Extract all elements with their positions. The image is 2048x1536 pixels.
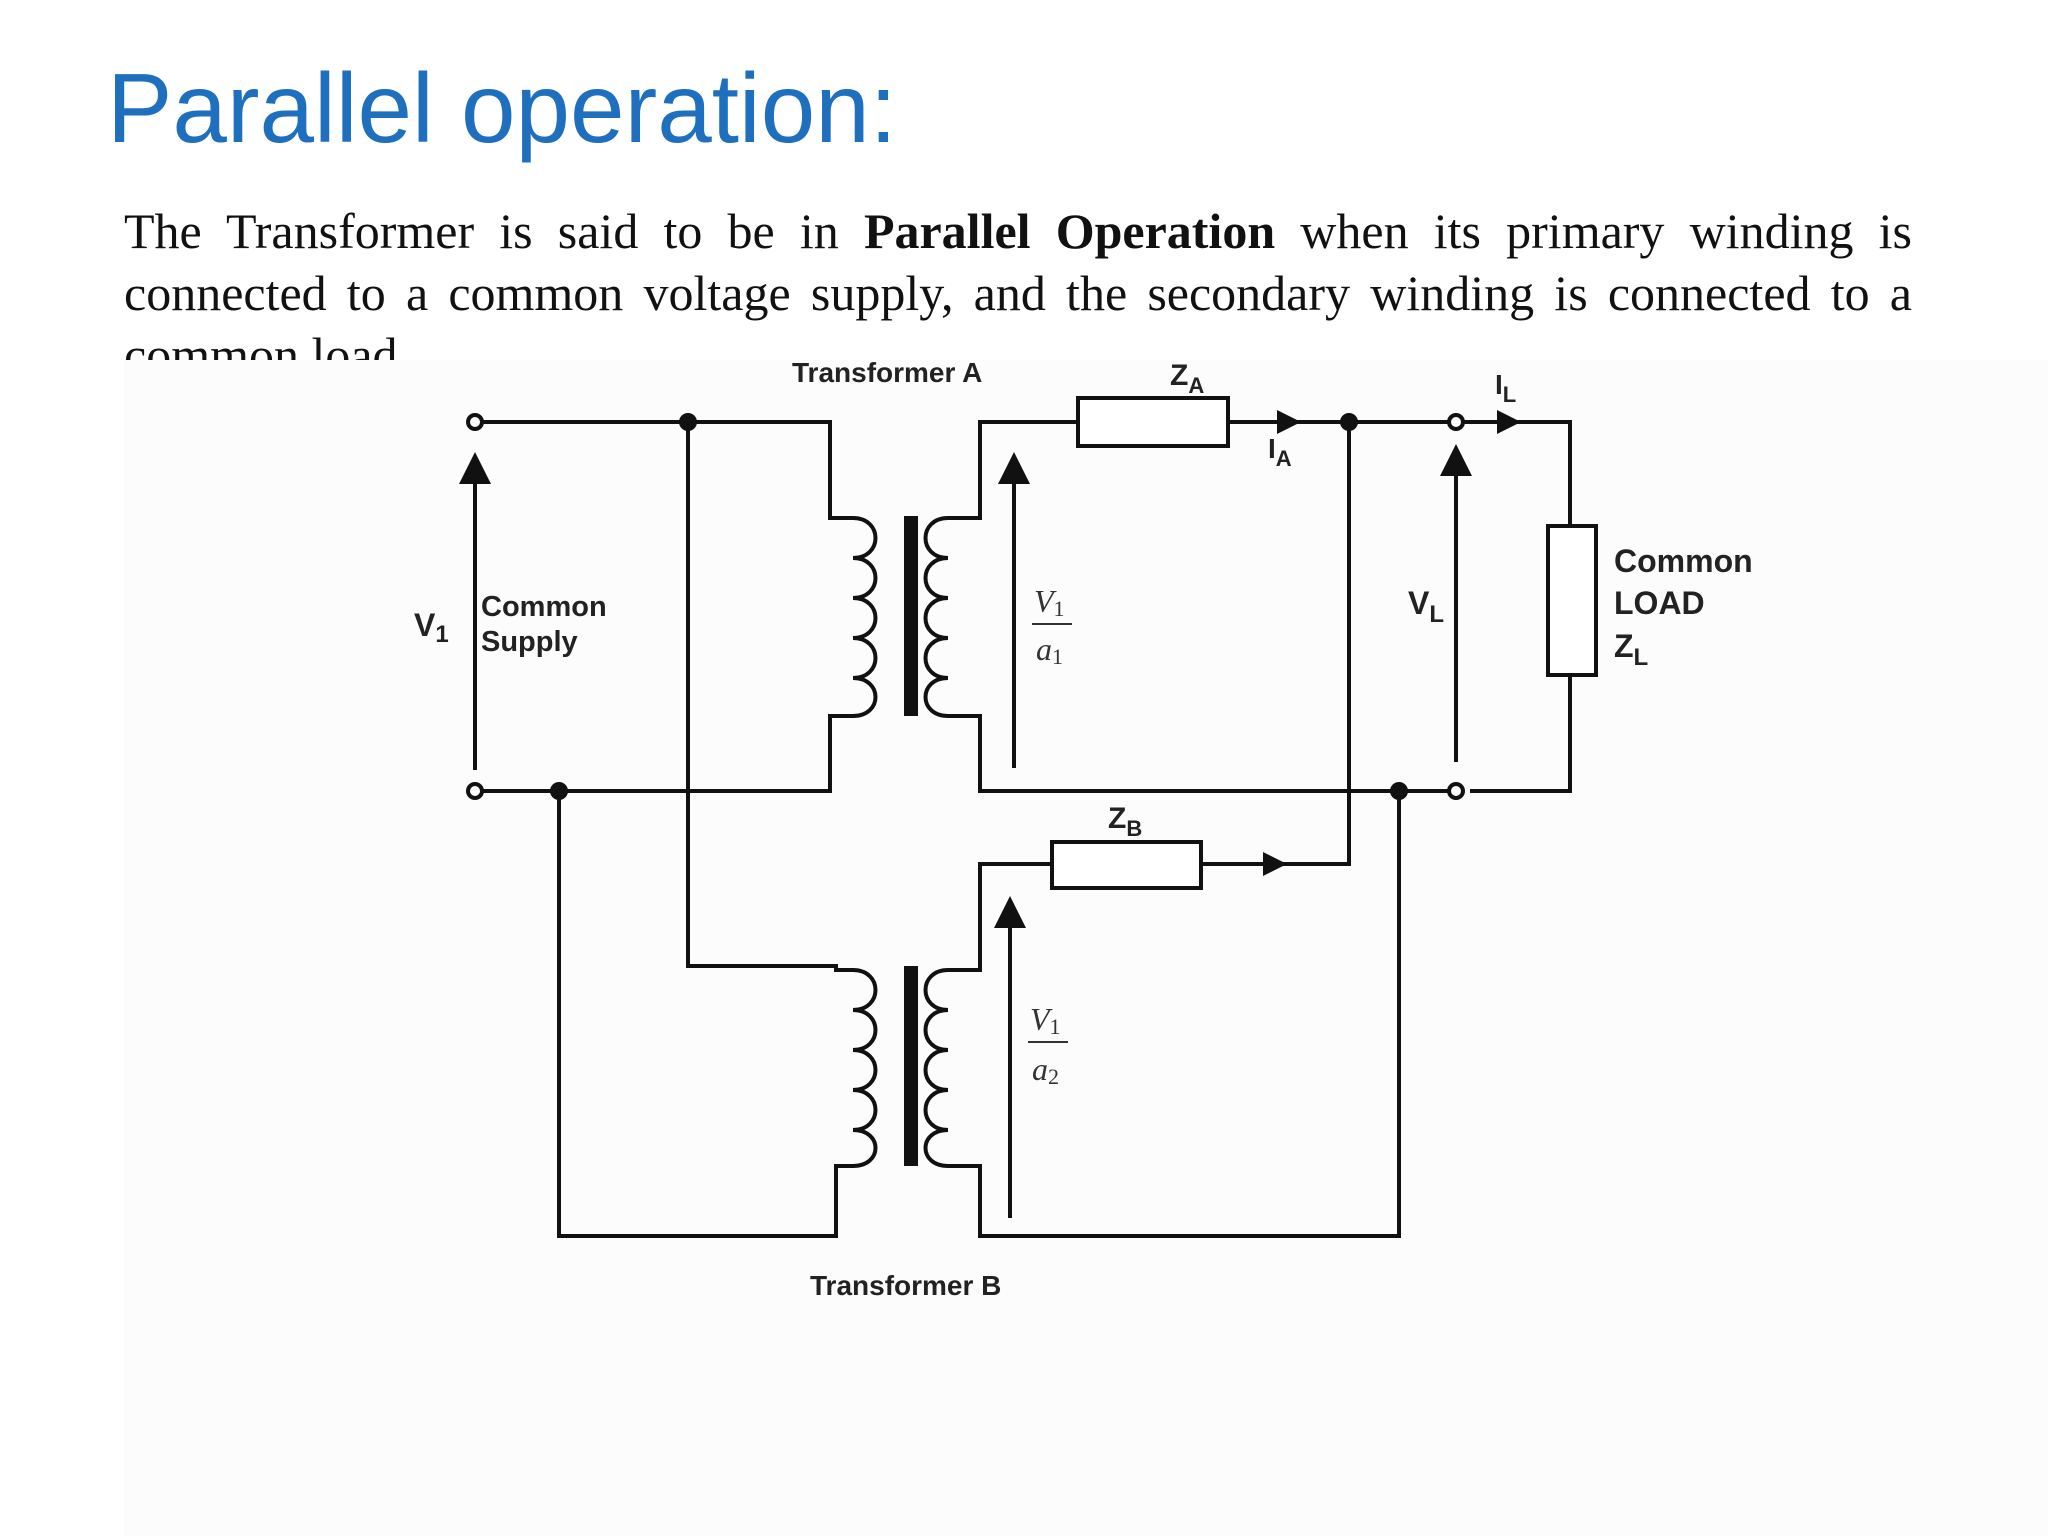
junction-dot	[550, 782, 568, 800]
il-label: IL	[1495, 369, 1516, 407]
transformer-b-core	[904, 966, 918, 1166]
slide-body-text: The Transformer is said to be in Paralle…	[124, 200, 1912, 386]
transformer-a-primary-coil	[852, 516, 878, 718]
vl-label: VL	[1408, 585, 1444, 628]
load-label-line-1: Common	[1614, 543, 1753, 579]
load-label-line-2: LOAD	[1614, 585, 1705, 621]
transformer-a-secondary-coil	[923, 516, 949, 718]
za-label: ZA	[1170, 359, 1204, 398]
supply-label-line-1: Common	[481, 591, 607, 623]
transformer-b-label: Transformer B	[810, 1270, 1001, 1301]
supply-terminal-top	[466, 413, 484, 431]
junction-dot	[1340, 413, 1358, 431]
body-text-start: The Transformer is said to be in	[124, 203, 864, 259]
impedance-zb	[1050, 840, 1203, 890]
transformer-b-primary-top	[686, 422, 853, 972]
load-terminal-bottom	[1447, 782, 1465, 800]
figure-background	[124, 360, 2048, 1536]
transformer-b-secondary-coil	[923, 968, 949, 1168]
slide-title: Parallel operation:	[107, 53, 897, 163]
supply-bottom-rail	[482, 714, 853, 793]
ratio-a-denominator: a1	[1036, 631, 1063, 669]
junction-dot	[679, 413, 697, 431]
zb-branch-wire	[1201, 422, 1351, 866]
transformer-a-core	[904, 516, 918, 716]
zb-label: ZB	[1108, 802, 1142, 841]
circuit-wires	[482, 420, 1572, 1238]
body-text-end: when its primary winding is connected to…	[124, 203, 1912, 383]
ratio-b-numerator: V1	[1030, 1001, 1061, 1039]
junction-dot	[1390, 782, 1408, 800]
ratio-b-denominator: a2	[1032, 1051, 1059, 1089]
transformer-b-secondary-top	[948, 862, 1052, 972]
body-emphasis: Parallel Operation	[863, 203, 1276, 259]
ia-label: IA	[1268, 433, 1292, 471]
supply-terminal-bottom	[466, 782, 484, 800]
supply-label-line-2: Supply	[481, 626, 578, 658]
transformer-b-primary-coil	[852, 968, 878, 1168]
impedance-zl	[1546, 524, 1598, 677]
ratio-a-numerator: V1	[1034, 583, 1065, 621]
supply-top-rail	[482, 420, 853, 520]
impedance-za	[1076, 396, 1230, 448]
load-bottom-wire	[1470, 675, 1572, 793]
transformer-a-secondary-top	[948, 420, 1078, 520]
v1-label: V1	[414, 607, 449, 648]
transformer-b-secondary-bottom	[948, 791, 1401, 1238]
transformer-a-label: Transformer A	[792, 357, 982, 388]
transformer-b-primary-bottom	[557, 791, 853, 1238]
zl-label: ZL	[1614, 628, 1648, 671]
transformer-a-secondary-bottom	[948, 714, 1456, 793]
load-terminal-top	[1447, 413, 1465, 431]
output-top-wire-to-load	[1463, 420, 1572, 526]
